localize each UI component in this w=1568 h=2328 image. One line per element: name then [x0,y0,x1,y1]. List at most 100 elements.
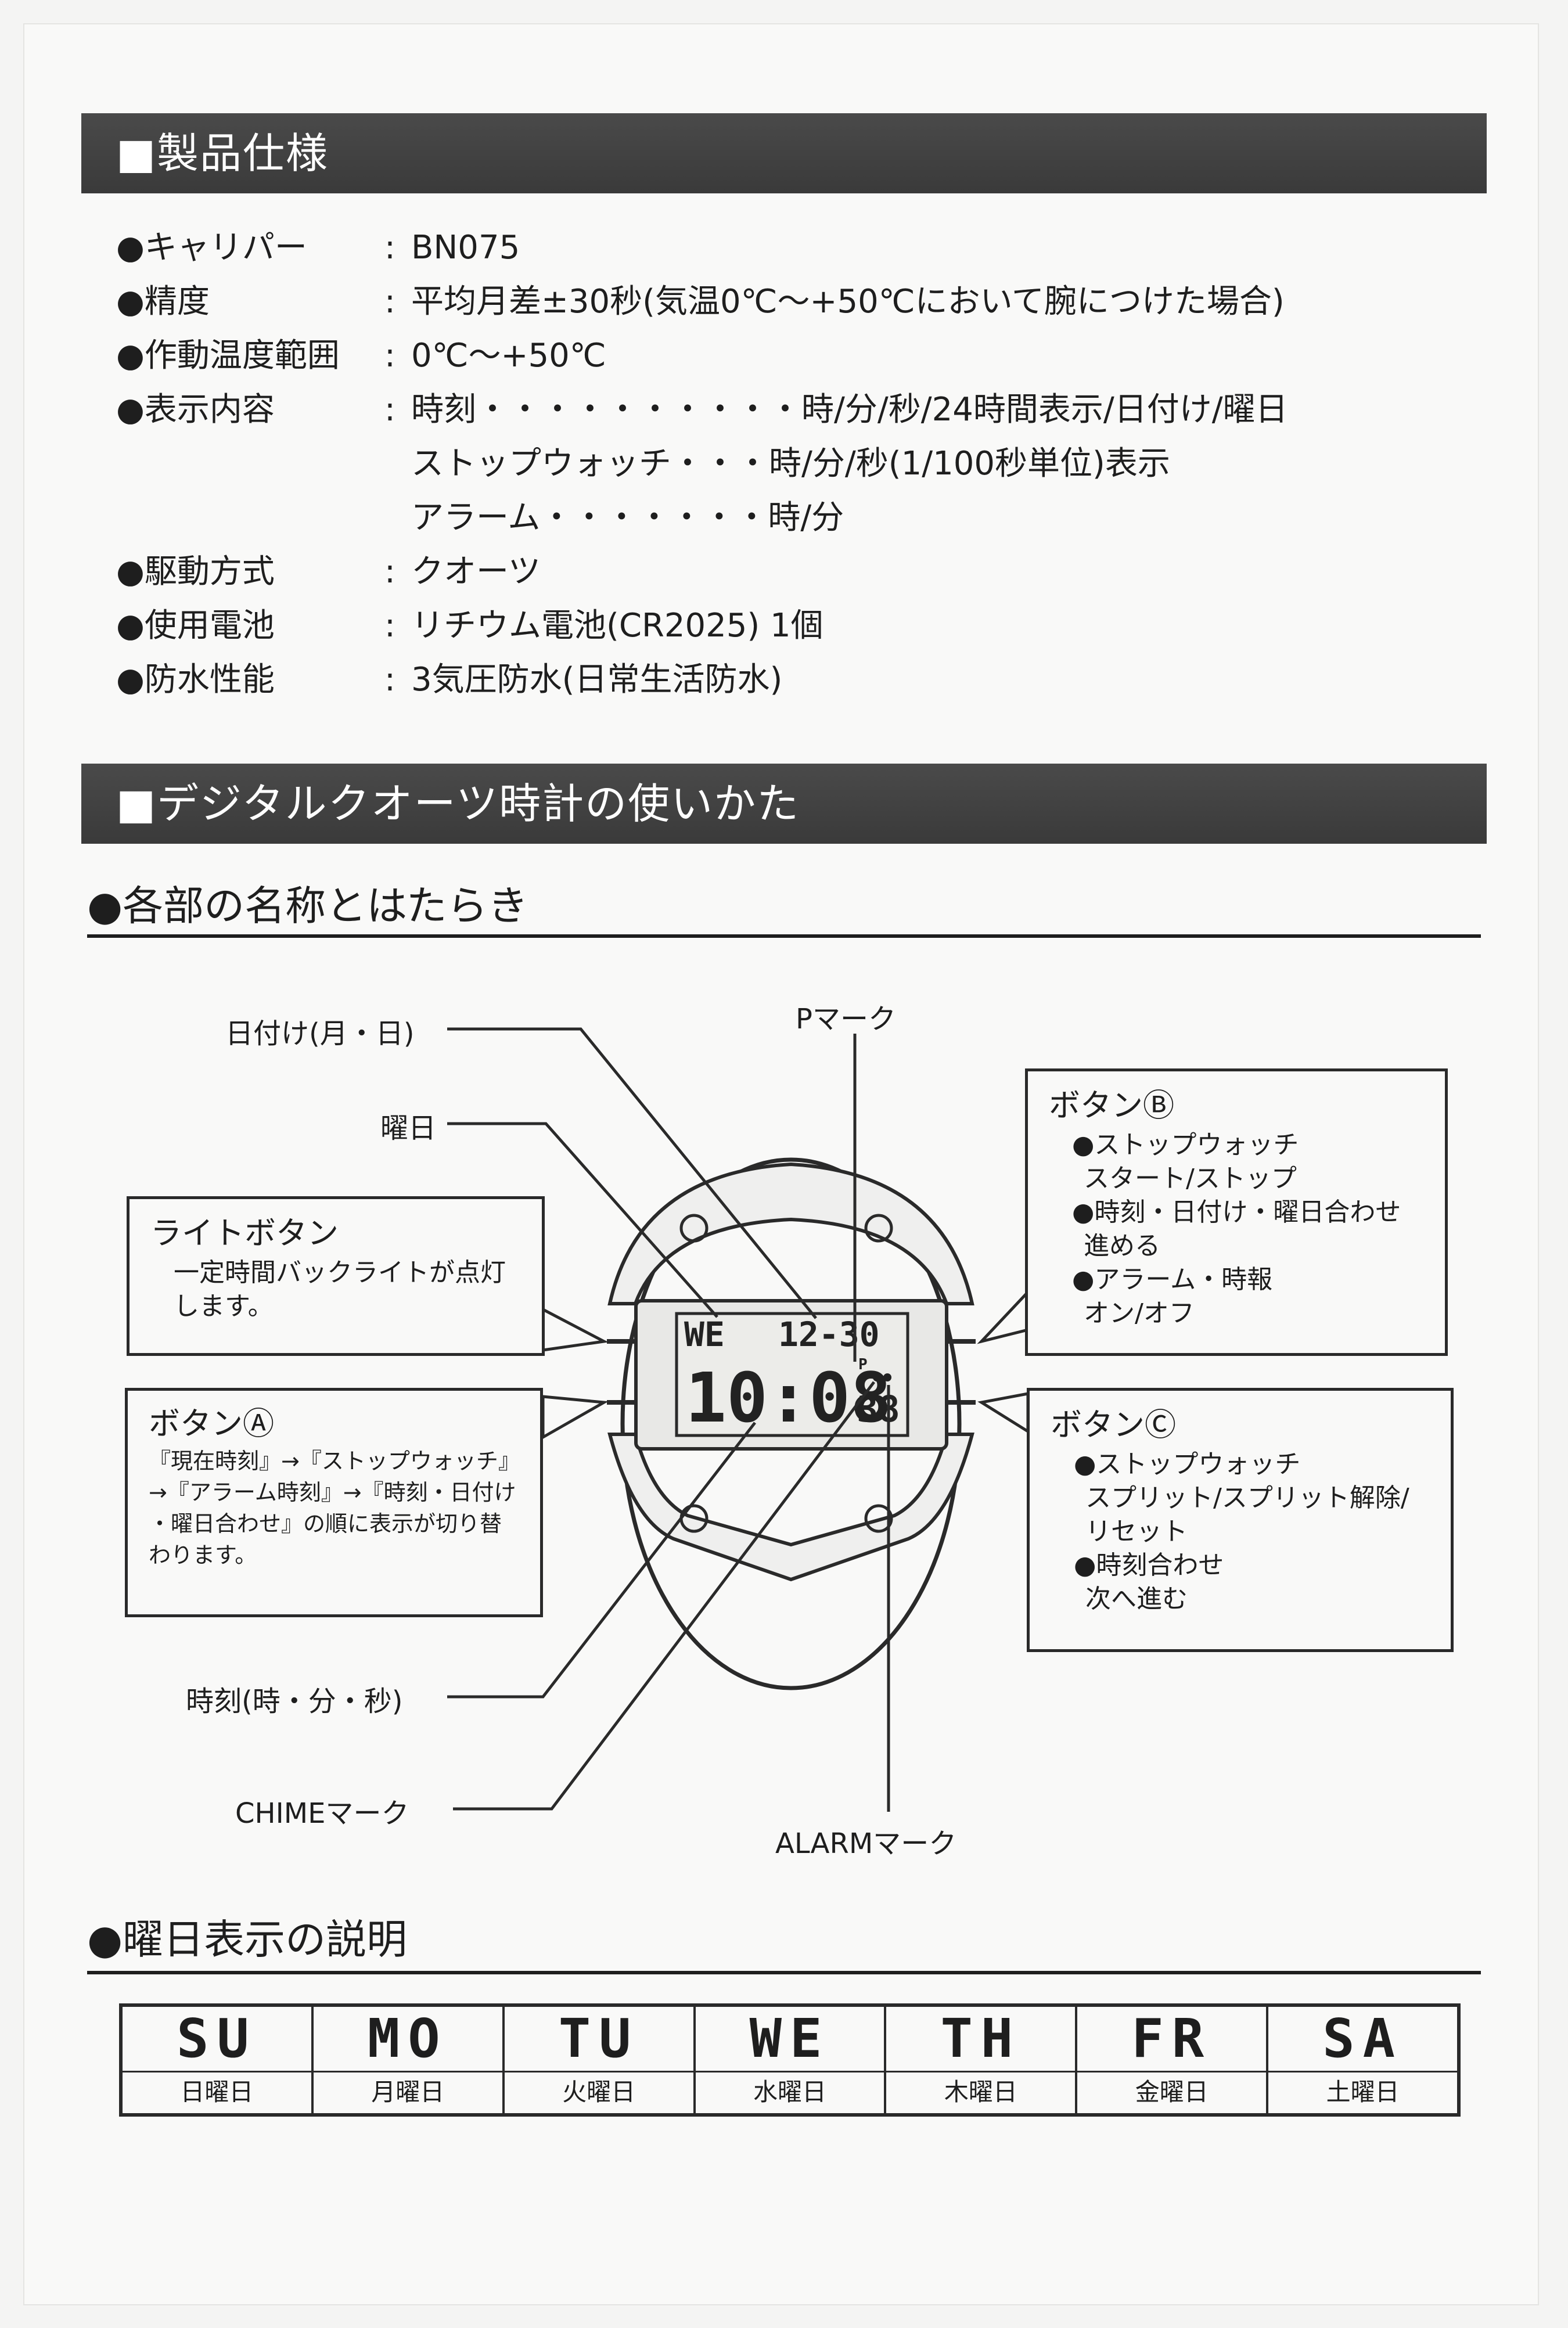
callout-line: わります。 [149,1542,257,1568]
spec-colon: : [384,229,395,267]
specs-title: ■製品仕様 [116,129,329,178]
lcd-date: 12-30 [778,1315,880,1354]
day-name: 金曜日 [1135,2078,1209,2106]
callout-line: リセット [1085,1517,1188,1546]
spec-colon: : [384,283,395,321]
spec-label: ●使用電池 [116,607,275,645]
spec-row: ストップウォッチ・・・時/分/秒(1/100秒単位)表示 [116,437,1498,491]
spec-label: ●防水性能 [116,661,275,699]
spec-value: クオーツ [411,553,541,591]
spec-label: ●駆動方式 [116,553,275,591]
day-name: 土曜日 [1326,2078,1400,2106]
pointer-light [541,1307,609,1352]
callout-line: 次へ進む [1085,1584,1188,1614]
callout-title: ボタンⒷ [1049,1087,1174,1124]
spec-value: BN075 [411,229,520,267]
label-time: 時刻(時・分・秒) [186,1685,403,1718]
spec-value: 0℃〜+50℃ [411,337,606,375]
pointer-b [977,1288,1030,1344]
day-code: TU [504,2007,693,2072]
usage-header: ■デジタルクオーツ時計の使いかた [81,764,1487,844]
callout-line: ●時刻・日付け・曜日合わせ [1072,1197,1401,1227]
label-chime: CHIMEマーク [235,1797,409,1830]
spec-value: アラーム・・・・・・・時/分 [411,499,844,537]
day-cell: MO 月曜日 [313,2007,505,2113]
spec-value: ストップウォッチ・・・時/分/秒(1/100秒単位)表示 [411,445,1170,483]
day-cell: WE 水曜日 [695,2007,887,2113]
pointer-c [977,1391,1030,1434]
label-p-mark: Pマーク [796,1003,896,1035]
day-code: SU [123,2007,311,2072]
callout-line: オン/オフ [1084,1298,1195,1328]
day-cell: SU 日曜日 [123,2007,314,2113]
day-name: 火曜日 [562,2078,636,2106]
spec-row: ●作動温度範囲 : 0℃〜+50℃ [116,329,1498,383]
day-table: SU 日曜日 MO 月曜日 TU 火曜日 WE 水曜日 TH 木曜日 FR 金曜… [119,2003,1461,2117]
day-code: WE [695,2007,884,2072]
day-cell: TH 木曜日 [886,2007,1078,2113]
leader-date [447,1027,817,1319]
callout-button-a: ボタンⒶ 『現在時刻』→『ストップウォッチ』 →『アラーム時刻』→『時刻・日付け… [125,1388,543,1617]
screw-icon [864,1214,893,1243]
day-code: MO [313,2007,502,2072]
callout-button-b: ボタンⒷ ●ストップウォッチ スタート/ストップ ●時刻・日付け・曜日合わせ 進… [1025,1068,1448,1356]
watch-bottom-bezel [607,1433,974,1582]
day-code: SA [1268,2007,1458,2072]
callout-line: 進める [1084,1231,1160,1261]
day-cell: TU 火曜日 [504,2007,696,2113]
spec-row: ●精度 : 平均月差±30秒(気温0℃〜+50℃において腕につけた場合) [116,275,1498,329]
leader-chime [453,1381,875,1811]
parts-heading: ●各部の名称とはたらき [87,874,1481,938]
lcd-time: 10:08 [685,1358,891,1438]
spec-row: ●キャリパー : BN075 [116,221,1498,275]
callout-light-button: ライトボタン 一定時間バックライトが点灯 します。 [127,1196,545,1356]
callout-title: ボタンⒸ [1051,1406,1176,1443]
day-name: 月曜日 [371,2078,445,2106]
spec-value: リチウム電池(CR2025) 1個 [411,607,823,645]
lcd-p-mark: P [858,1356,868,1373]
day-cell: FR 金曜日 [1077,2007,1269,2113]
label-date: 日付け(月・日) [225,1017,415,1050]
spec-row: ●表示内容 : 時刻・・・・・・・・・・時/分/秒/24時間表示/日付け/曜日 [116,383,1498,437]
label-alarm: ALARMマーク [775,1827,957,1860]
watch-top-bezel [607,1162,974,1305]
screw-icon [864,1504,893,1533]
day-code: FR [1077,2007,1267,2072]
spec-label: ●作動温度範囲 [116,337,340,375]
screw-icon [679,1214,709,1243]
lcd-day: WE [684,1315,725,1354]
parts-title: ●各部の名称とはたらき [87,882,528,930]
spec-label: ●表示内容 [116,391,275,429]
callout-line: します。 [174,1291,274,1321]
callout-line: 『現在時刻』→『ストップウォッチ』 [149,1448,520,1474]
label-day: 曜日 [380,1112,437,1145]
days-heading: ●曜日表示の説明 [87,1905,1481,1974]
spec-colon: : [384,553,395,591]
spec-row: アラーム・・・・・・・時/分 [116,491,1498,545]
callout-line: ●時刻合わせ [1074,1550,1224,1580]
pointer-a [541,1395,609,1440]
callout-title: ボタンⒶ [149,1405,274,1442]
day-name: 木曜日 [944,2078,1017,2106]
callout-line: スプリット/スプリット解除/ [1085,1483,1409,1513]
spec-colon: : [384,661,395,699]
callout-line: ●ストップウォッチ [1072,1130,1299,1160]
callout-line: →『アラーム時刻』→『時刻・日付け [149,1480,516,1505]
watch-illustration [607,1157,976,1690]
days-title: ●曜日表示の説明 [87,1916,408,1963]
callout-title: ライトボタン [150,1215,339,1251]
callout-line: ●ストップウォッチ [1074,1449,1301,1479]
callout-line: 一定時間バックライトが点灯 [174,1258,506,1287]
leader-time [447,1422,756,1699]
spec-row: ●駆動方式 : クオーツ [116,545,1498,599]
specs-table: ●キャリパー : BN075 ●精度 : 平均月差±30秒(気温0℃〜+50℃に… [116,221,1498,707]
day-name: 日曜日 [180,2078,254,2106]
spec-row: ●使用電池 : リチウム電池(CR2025) 1個 [116,599,1498,653]
spec-label: ●キャリパー [116,229,307,267]
day-code: TH [886,2007,1076,2072]
specs-header: ■製品仕様 [81,113,1487,193]
lcd-display [675,1312,909,1437]
callout-button-c: ボタンⒸ ●ストップウォッチ スプリット/スプリット解除/ リセット ●時刻合わ… [1027,1388,1454,1652]
callout-line: ・曜日合わせ』の順に表示が切り替 [149,1511,502,1537]
